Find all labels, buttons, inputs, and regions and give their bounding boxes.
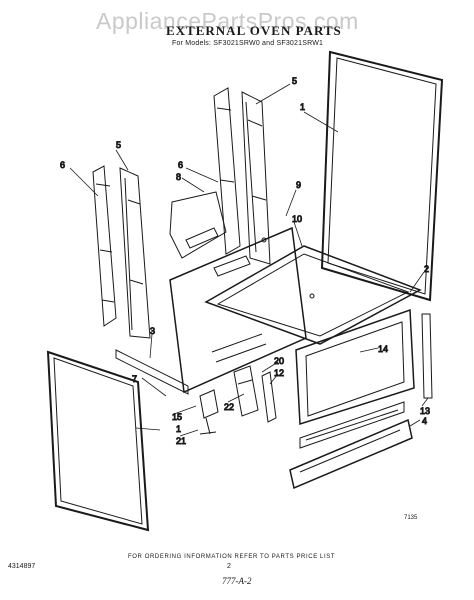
watermark-text: AppliancePartsPros.com	[96, 8, 359, 34]
callout-6-mid: 6	[178, 160, 183, 170]
part-bottom-channel	[115, 349, 189, 395]
document-number: 4314897	[8, 563, 36, 570]
figure-number: 7135	[404, 515, 418, 521]
callout-6-left: 6	[60, 160, 65, 170]
callout-21: 21	[176, 436, 186, 446]
callout-15: 15	[172, 412, 182, 422]
callout-13: 13	[420, 406, 430, 416]
callout-5-top: 5	[292, 76, 297, 86]
callout-1-bottom: 1	[176, 424, 181, 434]
leader-lines	[69, 83, 429, 437]
callout-4: 4	[422, 416, 427, 426]
callout-22: 22	[224, 402, 234, 412]
callout-8: 8	[176, 172, 181, 182]
part-back-panel	[169, 226, 307, 394]
part-kick-plate	[289, 418, 413, 490]
callout-14: 14	[378, 344, 388, 354]
callout-20: 20	[274, 356, 284, 366]
part-left-side-trim	[119, 167, 151, 339]
part-right-side-panel	[213, 87, 241, 255]
callout-10: 10	[292, 214, 302, 224]
part-right-side-trim	[241, 91, 271, 265]
callout-7: 7	[132, 374, 137, 384]
part-gasket-frame-bottom	[46, 350, 150, 532]
part-oven-top	[204, 245, 422, 345]
part-left-side-panel	[92, 165, 117, 327]
callout-5-left: 5	[116, 140, 121, 150]
part-gasket-frame-top	[320, 50, 444, 302]
model-subtitle: For Models: SF3021SRW0 and SF3021SRW1	[172, 40, 324, 47]
callout-12: 12	[274, 368, 284, 378]
part-small-bracket	[233, 365, 277, 423]
part-front-panel	[295, 308, 415, 449]
page-title: EXTERNAL OVEN PARTS	[166, 23, 342, 38]
handwritten-note: 777-A-2	[222, 576, 252, 586]
callout-2: 2	[424, 264, 429, 274]
part-burner-bracket	[169, 191, 227, 259]
page-number: 2	[227, 563, 231, 570]
callout-9: 9	[296, 180, 301, 190]
callout-1-top: 1	[300, 102, 305, 112]
ordering-footer: FOR ORDERING INFORMATION REFER TO PARTS …	[128, 554, 336, 560]
part-side-strip	[421, 313, 433, 399]
part-leveling-leg	[199, 389, 219, 435]
callout-3: 3	[150, 326, 155, 336]
